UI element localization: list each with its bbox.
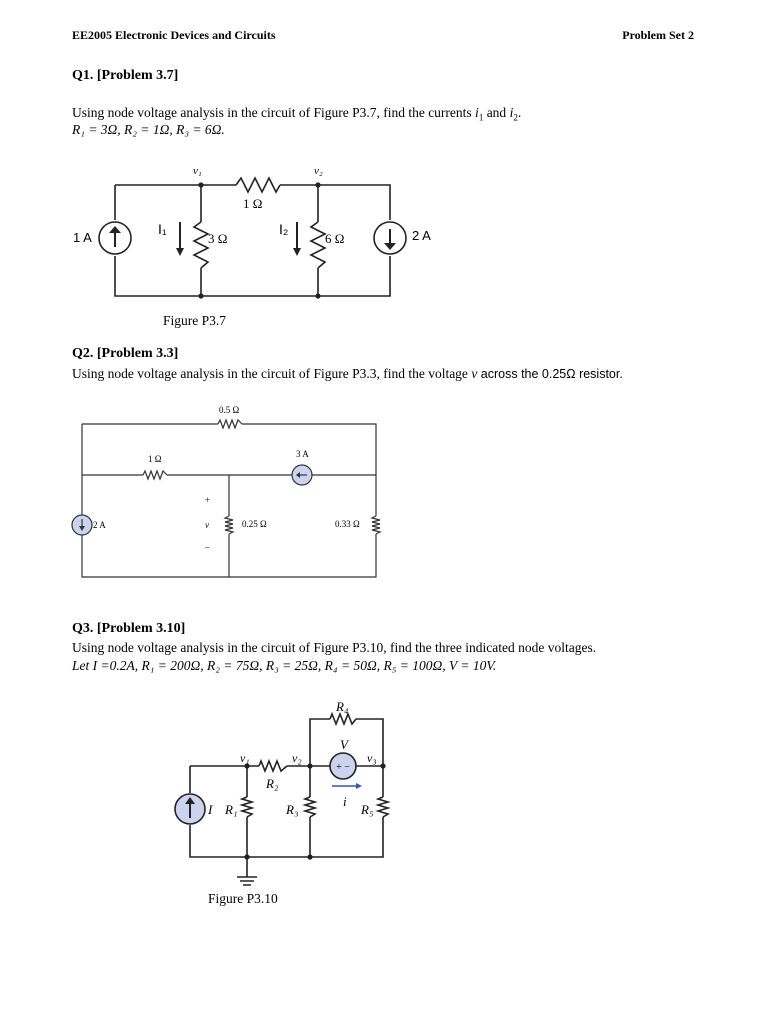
q1-i2-sub: 2: [513, 112, 518, 123]
q3-caption: Figure P3.10: [208, 891, 278, 906]
voltage-source-v: [329, 752, 357, 780]
label-3a: 3 A: [296, 449, 309, 459]
resistor-r5: [375, 796, 391, 818]
resistor-3ohm: [192, 221, 210, 269]
q2-text-a: Using node voltage analysis in the circu…: [72, 366, 472, 381]
label-r4: R₄: [335, 699, 349, 714]
resistor-6ohm: [309, 221, 327, 269]
ground-icon: [237, 876, 257, 886]
node-bottom-dot-1: [198, 293, 204, 299]
label-0-33ohm: 0.33 Ω: [335, 519, 360, 529]
q1-title: Q1. [Problem 3.7]: [72, 68, 179, 83]
label-v3-q3: v₃: [367, 751, 377, 765]
current-source-3a: [291, 464, 313, 486]
q2-v: v: [471, 366, 478, 381]
label-I: I: [207, 802, 213, 817]
current-source-2a-q2: [71, 514, 93, 536]
current-source-1a: [98, 221, 132, 255]
q2-title: Q2. [Problem 3.3]: [72, 346, 179, 361]
resistor-1ohm-q2: [142, 469, 168, 481]
q3-title: Q3. [Problem 3.10]: [72, 621, 186, 636]
label-r1: R₁: [224, 802, 237, 817]
node-ground-dot: [244, 854, 250, 860]
label-i1: I₁: [158, 221, 167, 237]
label-v1-q3: v₁: [240, 751, 250, 765]
node-v3-dot-q3: [380, 763, 386, 769]
q1-text-a: Using node voltage analysis in the circu…: [72, 105, 476, 120]
node-v2-dot: [315, 182, 321, 188]
q1-i2: i: [509, 105, 514, 120]
label-0-25ohm: 0.25 Ω: [242, 519, 267, 529]
label-src-right: 2 A: [412, 228, 431, 243]
q1-values: R₁ = 3Ω, R₂ = 1Ω, R₃ = 6Ω.: [72, 122, 225, 137]
q1-caption: Figure P3.7: [163, 313, 227, 328]
resistor-r1: [239, 796, 255, 818]
current-arrow-i2: [293, 222, 301, 256]
label-minus: –: [204, 542, 210, 552]
label-plus: +: [205, 495, 210, 505]
q3-question: Using node voltage analysis in the circu…: [72, 640, 597, 655]
node-bottom-dot-q3: [307, 854, 313, 860]
resistor-r2: [258, 758, 288, 774]
resistor-0-33ohm: [370, 515, 382, 535]
resistor-0-25ohm: [223, 515, 235, 535]
current-arrow-i1: [176, 222, 184, 256]
label-v2-q3: v₂: [292, 751, 302, 765]
current-arrow-i-q3: [332, 783, 362, 789]
q1-text-end: .: [517, 105, 522, 120]
resistor-r4: [329, 711, 357, 727]
label-r-6ohm: 6 Ω: [325, 231, 344, 246]
label-2a-q2: 2 A: [93, 520, 106, 530]
problem-set-label: Problem Set 2: [622, 28, 694, 42]
label-r5: R₅: [360, 802, 373, 817]
label-0-5ohm: 0.5 Ω: [219, 405, 240, 415]
label-r-3ohm: 3 Ω: [208, 231, 227, 246]
label-v2: v₂: [314, 165, 323, 177]
label-i-q3: i: [343, 794, 347, 809]
course-title: EE2005 Electronic Devices and Circuits: [72, 28, 276, 42]
resistor-r3: [302, 796, 318, 818]
label-i2: I₂: [279, 221, 288, 237]
current-source-i: [174, 793, 206, 825]
current-source-2a: [373, 221, 407, 255]
label-V: V: [340, 737, 350, 752]
q3-values: Let I =0.2A, R₁ = 200Ω, R₂ = 75Ω, R₃ = 2…: [72, 658, 497, 673]
label-r2: R₂: [265, 776, 279, 791]
q1-i1-sub: 1: [478, 112, 484, 123]
label-r3: R₃: [285, 802, 298, 817]
q2-text-b: across the 0.25Ω resistor.: [477, 367, 623, 381]
resistor-1ohm: [235, 176, 281, 194]
node-bottom-dot-2: [315, 293, 321, 299]
label-voltage-polarity: + −: [336, 762, 350, 773]
q1-i1: i: [475, 105, 479, 120]
node-v1-dot-q3: [244, 763, 250, 769]
node-v1-dot: [198, 182, 204, 188]
label-r-top: 1 Ω: [243, 196, 262, 211]
label-v1: v₁: [193, 165, 202, 177]
q1-text-and: and: [483, 105, 510, 120]
q2-question: Using node voltage analysis in the circu…: [72, 365, 623, 383]
label-1ohm-q2: 1 Ω: [148, 454, 162, 464]
q1-question: Using node voltage analysis in the circu…: [72, 104, 521, 127]
label-v-q2: v: [205, 520, 209, 530]
node-v2-dot-q3: [307, 763, 313, 769]
label-src-left: 1 A: [73, 230, 92, 245]
resistor-0-5ohm: [217, 418, 243, 430]
